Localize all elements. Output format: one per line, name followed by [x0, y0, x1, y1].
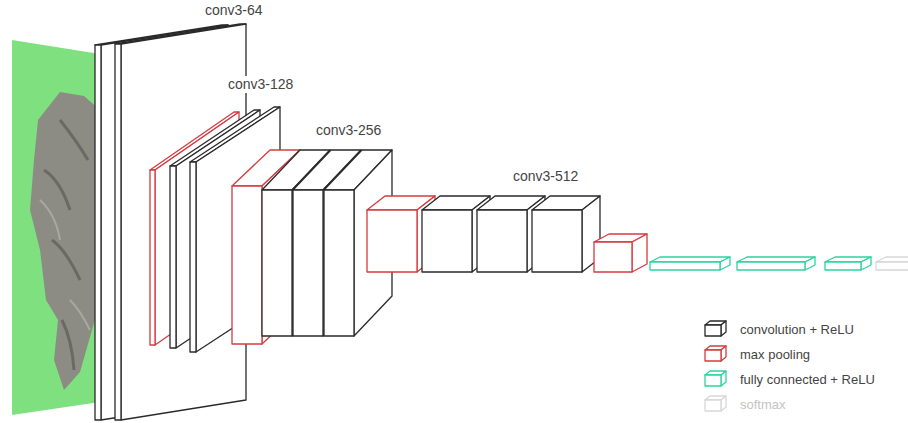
pool-layer — [594, 234, 647, 272]
layer-label: conv3-256 — [314, 122, 383, 139]
layer-label: conv3-64 — [203, 2, 265, 19]
legend-swatch — [705, 371, 726, 386]
input-image — [12, 40, 100, 415]
conv-layer — [532, 196, 600, 272]
layer-label: conv3-128 — [226, 76, 295, 93]
legend-swatch — [705, 321, 726, 336]
softmax-layer — [876, 257, 908, 270]
fc-layer — [650, 257, 730, 270]
legend-swatch — [705, 346, 726, 361]
layer-label: conv3-512 — [511, 168, 580, 185]
legend-text: convolution + ReLU — [740, 322, 854, 338]
legend-text: max pooling — [740, 347, 810, 363]
legend-text: softmax — [740, 397, 786, 413]
legend-text: fully connected + ReLU — [740, 372, 875, 388]
legend-swatch — [705, 396, 726, 411]
fc-layer — [737, 257, 815, 270]
fc-layer — [825, 257, 871, 270]
